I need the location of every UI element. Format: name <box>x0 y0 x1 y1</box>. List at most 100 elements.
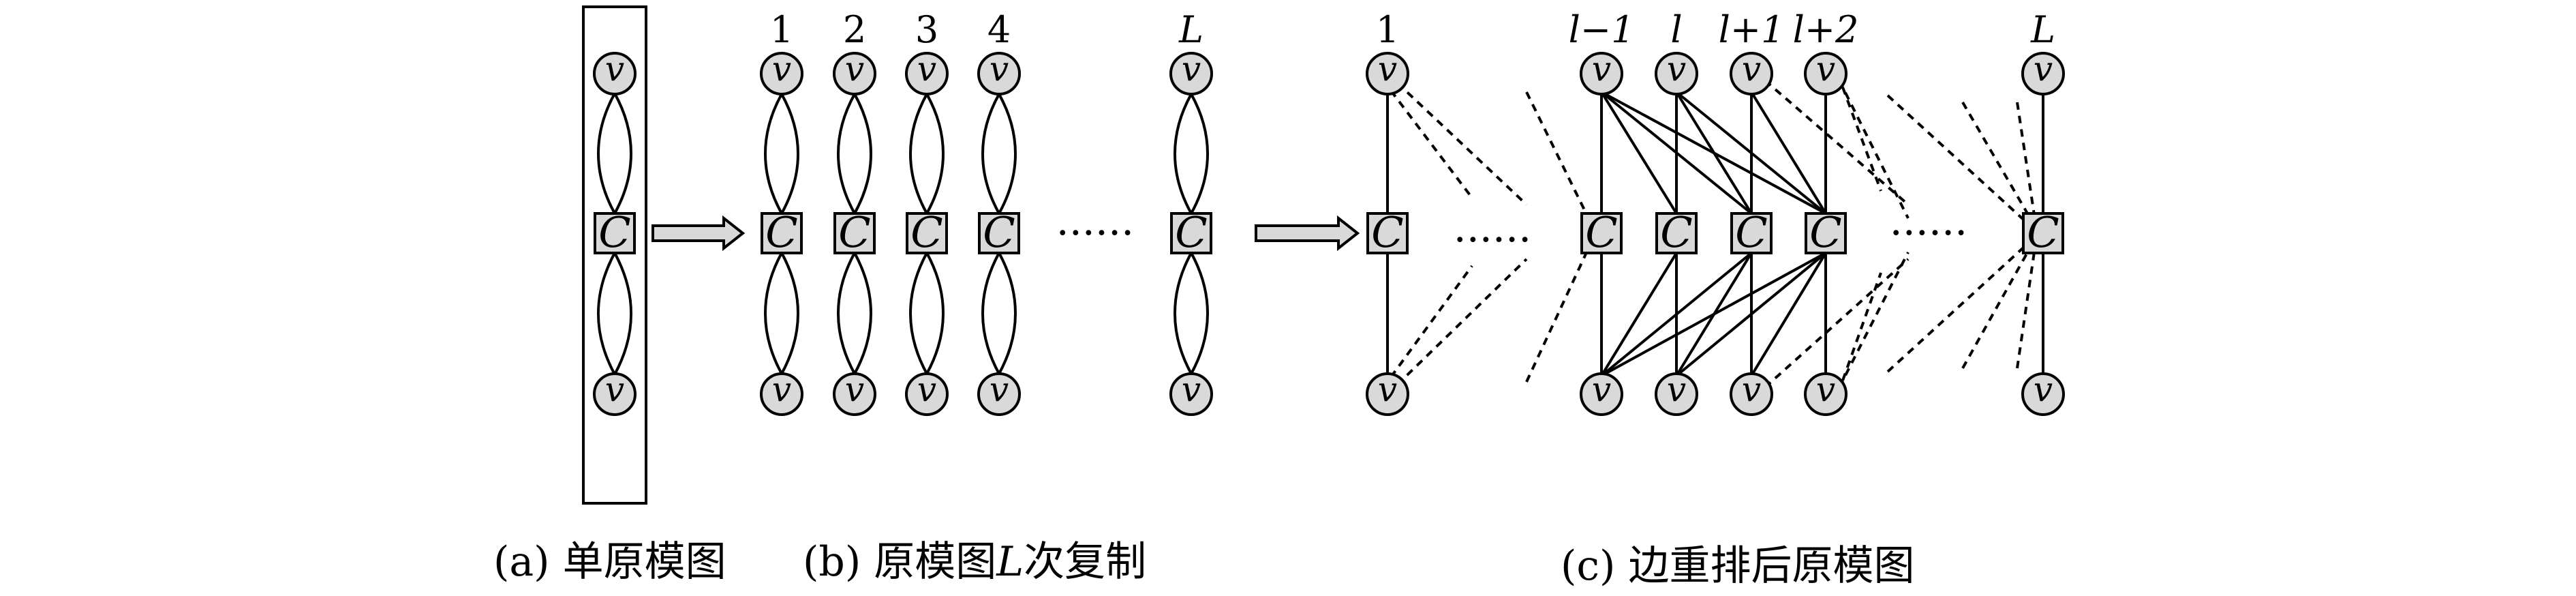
ellipsis: ······ <box>1890 209 1967 257</box>
column-index-label: 4 <box>987 8 1011 51</box>
dashed-edge <box>1764 258 1910 389</box>
arrow-b-to-c <box>1255 215 1360 252</box>
dashed-edge <box>1886 94 2031 226</box>
variable-node <box>905 52 949 95</box>
dashed-edge <box>1525 91 1589 218</box>
variable-node-label: v <box>1378 49 1397 89</box>
check-node <box>1730 212 1773 254</box>
check-node-label: C <box>1660 207 1692 257</box>
check-node-label: C <box>1175 207 1207 257</box>
variable-node <box>833 372 876 416</box>
variable-node <box>593 52 637 95</box>
variable-node-label: v <box>2034 49 2053 89</box>
check-node <box>978 212 1020 254</box>
edge <box>853 252 872 374</box>
dashed-edge <box>1886 241 2031 373</box>
edge <box>1675 91 1753 215</box>
edge <box>597 252 616 375</box>
column-index-label: 2 <box>843 8 866 51</box>
edge <box>597 93 616 214</box>
variable-node <box>2021 372 2065 416</box>
variable-node <box>977 372 1021 416</box>
dashed-edge <box>1841 272 1882 381</box>
variable-node-label: v <box>605 370 624 409</box>
dashed-edge <box>1390 265 1473 378</box>
edge <box>981 93 1000 214</box>
variable-node <box>833 52 876 95</box>
dashed-edge <box>1961 248 2031 369</box>
variable-node <box>2021 52 2065 95</box>
edge <box>909 93 928 214</box>
column-index-label: l+1 <box>1719 8 1785 51</box>
variable-node <box>1730 372 1773 416</box>
check-node-label: C <box>1809 207 1841 257</box>
dashed-edge <box>1764 79 1910 206</box>
dashed-edge <box>1390 89 1473 199</box>
edge <box>1675 252 1827 377</box>
edge <box>613 93 632 214</box>
check-node-label: C <box>910 207 942 257</box>
variable-node <box>1730 52 1773 95</box>
edge <box>1675 252 1753 377</box>
variable-node-label: v <box>990 370 1009 409</box>
edge <box>981 252 1000 374</box>
column-index-label: L <box>2030 8 2055 51</box>
dashed-edge <box>1841 87 1882 192</box>
check-node <box>1580 212 1623 254</box>
edge <box>1190 252 1209 374</box>
column-index-label: 1 <box>1376 8 1399 51</box>
variable-node-label: v <box>990 49 1009 89</box>
variable-node-label: v <box>1667 49 1686 89</box>
variable-node-label: v <box>1742 370 1761 409</box>
dashed-edge <box>1386 258 1528 396</box>
variable-node <box>1655 372 1698 416</box>
edge <box>780 93 799 214</box>
column-index-label: 3 <box>915 8 938 51</box>
check-node-label: C <box>1585 207 1617 257</box>
panel-c-edge-spread: 1vCvl−1vCvlvCvl+1vCvl+2vCvLvCv··········… <box>1366 8 2065 416</box>
edge <box>837 252 856 374</box>
variable-node-label: v <box>1592 370 1611 409</box>
variable-node <box>1804 372 1847 416</box>
variable-node-label: v <box>1182 370 1201 409</box>
variable-node <box>593 372 637 416</box>
check-node-label: C <box>1735 207 1767 257</box>
variable-node-label: v <box>845 370 864 409</box>
edge <box>853 93 872 214</box>
edge <box>1174 252 1193 374</box>
check-node-label: C <box>2027 207 2059 257</box>
column-index-label: l−1 <box>1569 8 1635 51</box>
edge <box>998 252 1017 374</box>
arrow-a-to-b <box>651 215 746 252</box>
caption-a: (a) 单原模图 <box>493 538 726 586</box>
variable-node-label: v <box>845 49 864 89</box>
edge <box>1600 91 1753 215</box>
variable-node-label: v <box>605 49 624 89</box>
edge <box>764 93 783 214</box>
panel-a-single-protograph: v C v <box>582 5 647 505</box>
variable-node-label: v <box>1816 370 1835 409</box>
dashed-edge <box>1525 249 1589 383</box>
check-node <box>1655 212 1698 254</box>
variable-node-label: v <box>917 370 936 409</box>
dashed-edge <box>1838 252 1910 388</box>
edge <box>613 252 632 375</box>
dashed-edge <box>1961 101 2031 218</box>
variable-node-label: v <box>917 49 936 89</box>
panel-a-frame <box>582 5 647 505</box>
dashed-edge <box>1838 80 1910 219</box>
check-node <box>761 212 803 254</box>
edge <box>764 252 783 374</box>
variable-node-label: v <box>2034 370 2053 409</box>
edge <box>925 93 945 214</box>
check-node-label: C <box>983 207 1015 257</box>
variable-node <box>1366 372 1409 416</box>
check-node <box>1170 212 1212 254</box>
variable-node <box>1169 372 1213 416</box>
edge <box>1600 252 1753 377</box>
variable-node <box>1366 52 1409 95</box>
variable-node <box>1580 372 1623 416</box>
variable-node-label: v <box>1592 49 1611 89</box>
